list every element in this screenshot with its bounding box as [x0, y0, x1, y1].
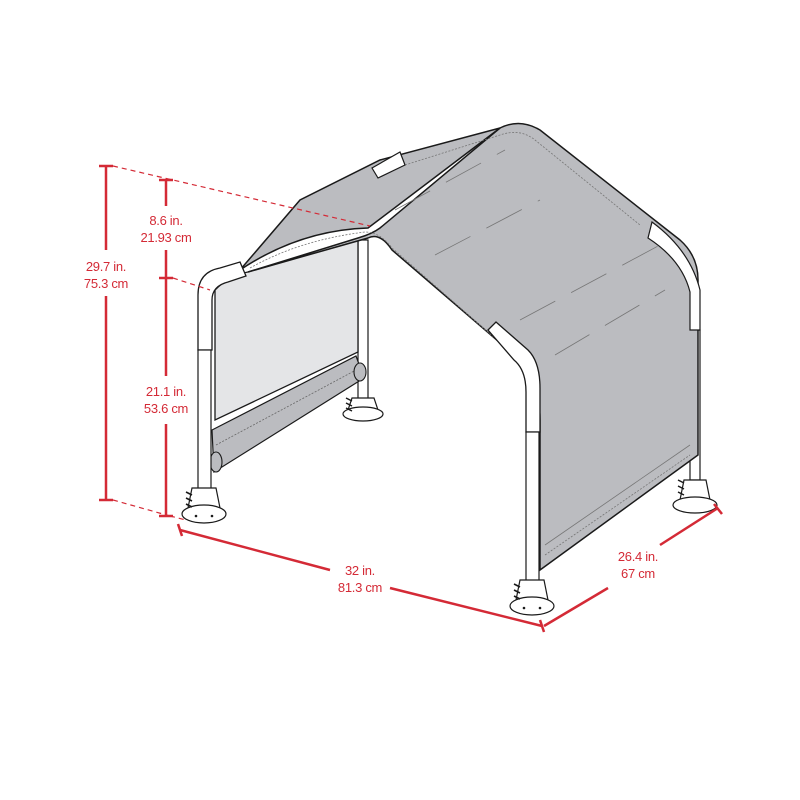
side-panel — [209, 239, 367, 474]
back-left-leg — [342, 239, 384, 422]
roof-cover — [239, 122, 699, 572]
roof-peak-height-metric: 21.93 cm — [140, 230, 192, 245]
side-wall-height-metric: 53.6 cm — [143, 401, 189, 416]
side-wall-height-imperial: 21.1 in. — [145, 384, 187, 399]
dimension-lines — [99, 164, 723, 633]
depth-imperial: 26.4 in. — [617, 549, 659, 564]
width-metric: 81.3 cm — [337, 580, 383, 595]
dimension-total-height: 29.7 in. 75.3 cm — [74, 258, 138, 292]
front-left-frame — [181, 261, 247, 524]
dimension-depth: 26.4 in. 67 cm — [608, 548, 668, 582]
total-height-imperial: 29.7 in. — [85, 259, 127, 274]
dimension-roof-peak-height: 8.6 in. 21.93 cm — [130, 212, 202, 246]
dimension-width: 32 in. 81.3 cm — [328, 562, 392, 596]
roof-peak-height-imperial: 8.6 in. — [149, 213, 183, 228]
dimension-side-wall-height: 21.1 in. 53.6 cm — [134, 383, 198, 417]
front-right-frame — [487, 321, 555, 616]
total-height-metric: 75.3 cm — [83, 276, 129, 291]
width-imperial: 32 in. — [344, 563, 375, 578]
depth-metric: 67 cm — [621, 566, 655, 581]
